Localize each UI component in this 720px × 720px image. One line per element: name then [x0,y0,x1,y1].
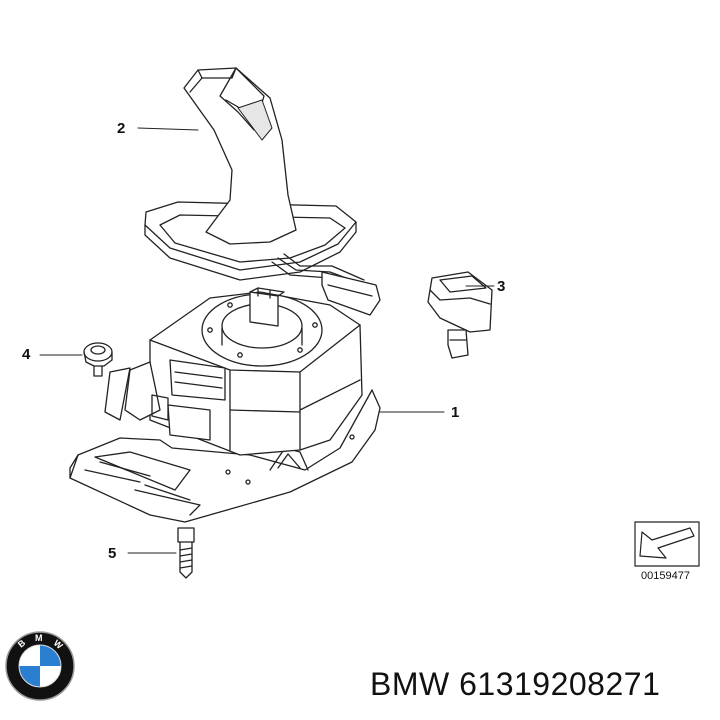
callout-3: 3 [497,278,506,295]
orientation-arrow-icon [634,521,700,567]
leader-lines [39,127,495,554]
logo-letter-b: B [16,637,28,649]
callout-2: 2 [117,120,126,137]
bmw-logo-icon: B M W [5,631,75,701]
reference-number: 00159477 [641,570,690,582]
gear-lever [144,67,381,316]
callout-1: 1 [451,404,460,421]
callout-4: 4 [22,346,31,363]
selector-housing [69,287,381,523]
switch-part [427,271,493,359]
exploded-parts-diagram [39,67,700,579]
callout-5: 5 [108,545,117,562]
logo-letter-m: M [35,633,43,643]
part-number-label: BMW 61319208271 [370,666,661,702]
screw-part [177,527,195,579]
nut-part [83,342,113,377]
